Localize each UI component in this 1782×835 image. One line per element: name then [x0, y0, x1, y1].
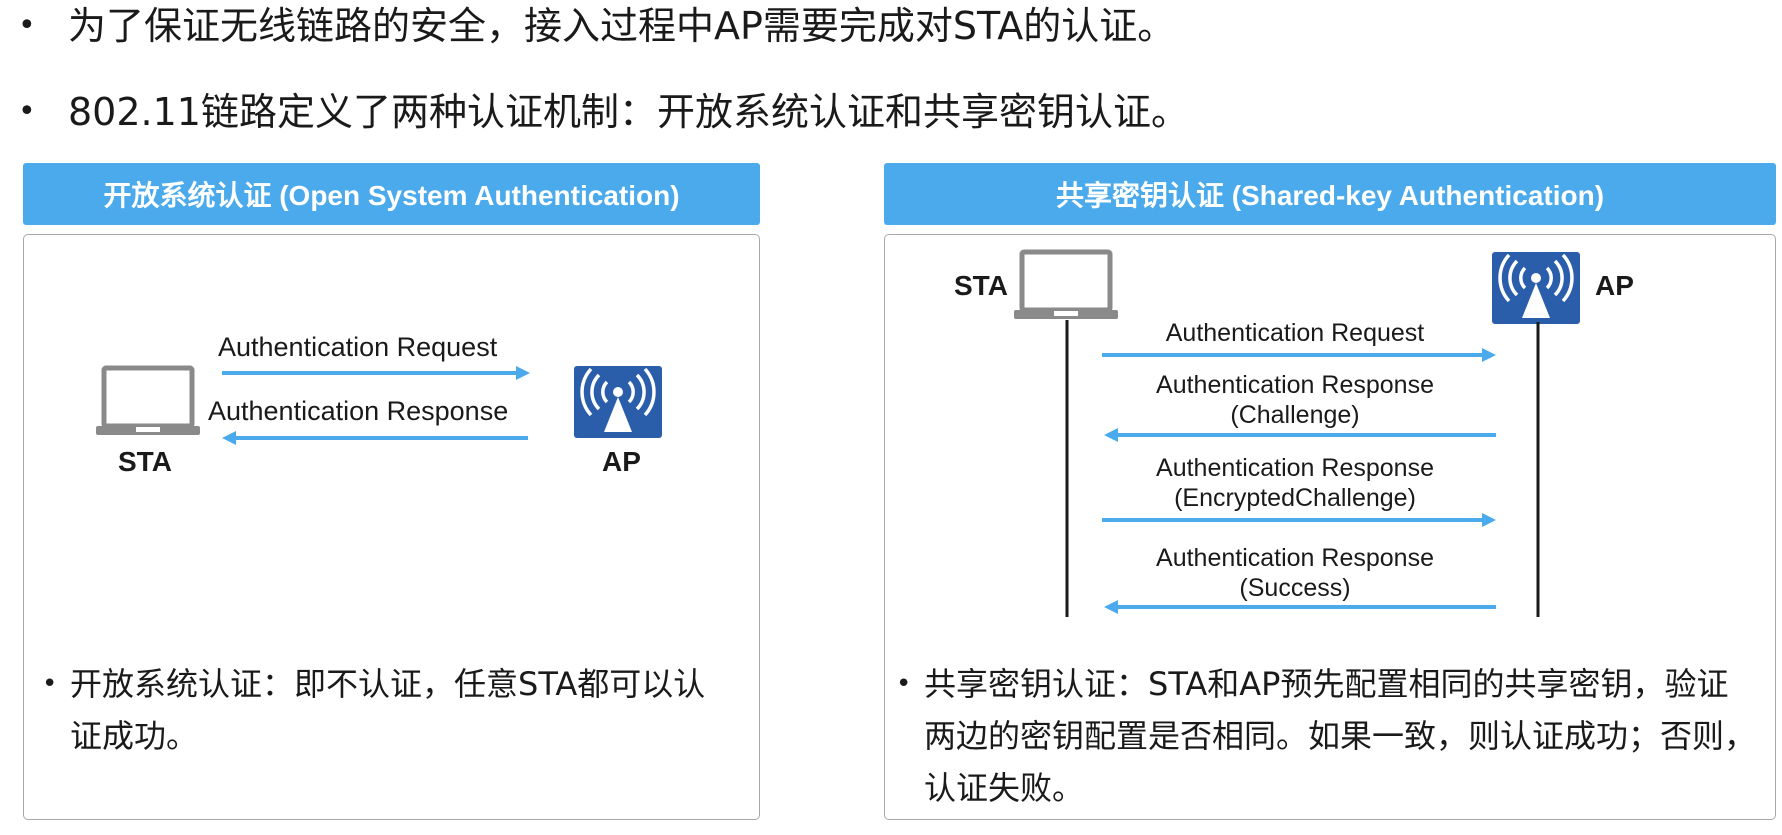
shared-key-header: 共享密钥认证 (Shared-key Authentication) [884, 163, 1776, 225]
open-ap-label: AP [602, 446, 641, 477]
note-line: 两边的密钥配置是否相同。如果一致，则认证成功；否则， [924, 717, 1757, 755]
open-system-panel [23, 234, 760, 820]
message-success: Authentication Response (Success) [1102, 543, 1488, 603]
wireless-access-point-icon [1490, 250, 1582, 326]
open-system-note: • 开放系统认证：即不认证，任意STA都可以认 证成功。 [42, 658, 750, 762]
message-line2: (EncryptedChallenge) [1174, 484, 1416, 512]
wireless-access-point-icon [572, 364, 664, 440]
message-line1: Authentication Response [1156, 544, 1434, 572]
message-line1: Authentication Response [1156, 371, 1434, 399]
message-arrowhead [1482, 513, 1496, 527]
note-line: 开放系统认证：即不认证，任意STA都可以认 [70, 665, 706, 703]
message-line2: (Success) [1239, 574, 1351, 602]
shared-ap-label: AP [1595, 270, 1634, 301]
shared-key-panel [884, 234, 1776, 820]
request-arrowhead [516, 366, 530, 380]
open-response-label: Authentication Response [208, 396, 509, 426]
message-line2: (Challenge) [1230, 401, 1360, 429]
message-request: Authentication Request [1102, 318, 1488, 348]
message-line1: Authentication Response [1156, 454, 1434, 482]
note-bullet: • [896, 669, 912, 699]
shared-key-note: • 共享密钥认证：STA和AP预先配置相同的共享密钥，验证 两边的密钥配置是否相… [896, 658, 1774, 814]
shared-sta-label: STA [954, 270, 1008, 301]
bullet-text: 802.11链路定义了两种认证机制：开放系统认证和共享密钥认证。 [68, 90, 1189, 134]
open-sta-label: STA [118, 446, 172, 477]
laptop-icon [1014, 252, 1118, 319]
note-line: 认证失败。 [924, 769, 1085, 807]
bullet-dot: • [18, 8, 36, 43]
message-encrypted: Authentication Response (EncryptedChalle… [1102, 453, 1488, 513]
message-line1: Authentication Request [1165, 319, 1425, 347]
note-line: 证成功。 [70, 717, 199, 755]
bullet-text: 为了保证无线链路的安全，接入过程中AP需要完成对STA的认证。 [68, 4, 1176, 48]
message-arrowhead [1104, 428, 1118, 442]
open-request-label: Authentication Request [218, 332, 498, 362]
note-line: 共享密钥认证：STA和AP预先配置相同的共享密钥，验证 [924, 665, 1729, 703]
response-arrowhead [222, 431, 236, 445]
laptop-icon [96, 368, 200, 435]
message-arrowhead [1104, 600, 1118, 614]
note-bullet: • [42, 669, 58, 699]
open-system-header: 开放系统认证 (Open System Authentication) [23, 163, 760, 225]
message-arrowhead [1482, 348, 1496, 362]
bullet-dot: • [18, 94, 36, 129]
bullet-security: • 为了保证无线链路的安全，接入过程中AP需要完成对STA的认证。 [18, 4, 1175, 48]
message-challenge: Authentication Response (Challenge) [1102, 370, 1488, 430]
bullet-mechanisms: • 802.11链路定义了两种认证机制：开放系统认证和共享密钥认证。 [18, 90, 1189, 134]
